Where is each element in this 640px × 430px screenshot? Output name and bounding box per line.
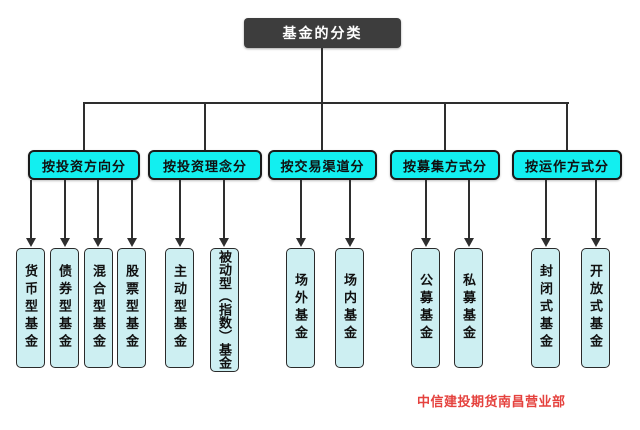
category-by-investment-philosophy: 按投资理念分 xyxy=(148,150,262,180)
connector-drop-2 xyxy=(204,102,206,150)
root-node: 基金的分类 xyxy=(244,18,401,48)
arrow-head-icon xyxy=(464,238,474,247)
leaf-label: 场外基金 xyxy=(293,272,308,344)
branding-text: 中信建投期货南昌营业部 xyxy=(417,394,566,409)
arrow-line xyxy=(179,180,181,238)
category-label: 按交易渠道分 xyxy=(280,158,365,174)
arrow-line xyxy=(131,180,133,238)
leaf-closed-end-fund: 封闭式基金 xyxy=(531,248,560,368)
arrow-head-icon xyxy=(345,238,355,247)
arrow-line xyxy=(30,180,32,238)
category-by-trading-channel: 按交易渠道分 xyxy=(268,150,377,180)
leaf-money-fund: 货币型基金 xyxy=(16,248,45,368)
category-by-operation-mode: 按运作方式分 xyxy=(512,150,622,180)
leaf-stock-fund: 股票型基金 xyxy=(117,248,146,368)
leaf-label: 私募基金 xyxy=(461,272,476,344)
arrow-head-icon xyxy=(541,238,551,247)
leaf-label: 被动型（指数）基金 xyxy=(217,250,232,370)
leaf-label: 债券型基金 xyxy=(57,264,72,352)
leaf-private-offering-fund: 私募基金 xyxy=(454,248,483,368)
arrow-head-icon xyxy=(93,238,103,247)
arrow-line xyxy=(97,180,99,238)
arrow-head-icon xyxy=(296,238,306,247)
arrow-line xyxy=(64,180,66,238)
leaf-label: 主动型基金 xyxy=(172,264,187,352)
leaf-hybrid-fund: 混合型基金 xyxy=(84,248,113,368)
arrow-head-icon xyxy=(60,238,70,247)
category-label: 按募集方式分 xyxy=(402,158,487,174)
connector-drop-1 xyxy=(83,102,85,150)
category-by-fundraising-method: 按募集方式分 xyxy=(390,150,500,180)
leaf-label: 货币型基金 xyxy=(23,264,38,352)
arrow-head-icon xyxy=(127,238,137,247)
leaf-label: 股票型基金 xyxy=(124,264,139,352)
leaf-open-end-fund: 开放式基金 xyxy=(581,248,610,368)
arrow-head-icon xyxy=(175,238,185,247)
arrow-head-icon xyxy=(421,238,431,247)
leaf-bond-fund: 债券型基金 xyxy=(50,248,79,368)
arrow-head-icon xyxy=(26,238,36,247)
arrow-line xyxy=(545,180,547,238)
arrow-line xyxy=(468,180,470,238)
connector-drop-4 xyxy=(444,102,446,150)
leaf-label: 场内基金 xyxy=(342,272,357,344)
arrow-line xyxy=(425,180,427,238)
leaf-label: 封闭式基金 xyxy=(538,264,553,352)
connector-drop-3 xyxy=(321,102,323,150)
arrow-head-icon xyxy=(591,238,601,247)
category-label: 按投资理念分 xyxy=(162,158,247,174)
connector-bus xyxy=(83,102,569,104)
leaf-label: 公募基金 xyxy=(418,272,433,344)
connector-root-drop xyxy=(321,48,323,103)
category-label: 按运作方式分 xyxy=(524,158,609,174)
root-node-label: 基金的分类 xyxy=(282,25,363,41)
leaf-label: 混合型基金 xyxy=(91,264,106,352)
leaf-otc-fund: 场外基金 xyxy=(286,248,315,368)
leaf-exchange-fund: 场内基金 xyxy=(335,248,364,368)
arrow-line xyxy=(595,180,597,238)
category-by-investment-direction: 按投资方向分 xyxy=(28,150,140,180)
leaf-active-fund: 主动型基金 xyxy=(165,248,194,368)
arrow-head-icon xyxy=(219,238,229,247)
arrow-line xyxy=(223,180,225,238)
category-label: 按投资方向分 xyxy=(41,158,126,174)
arrow-line xyxy=(300,180,302,238)
leaf-passive-index-fund: 被动型（指数）基金 xyxy=(210,248,239,372)
connector-drop-5 xyxy=(566,102,568,150)
leaf-label: 开放式基金 xyxy=(588,264,603,352)
arrow-line xyxy=(349,180,351,238)
leaf-public-offering-fund: 公募基金 xyxy=(411,248,440,368)
